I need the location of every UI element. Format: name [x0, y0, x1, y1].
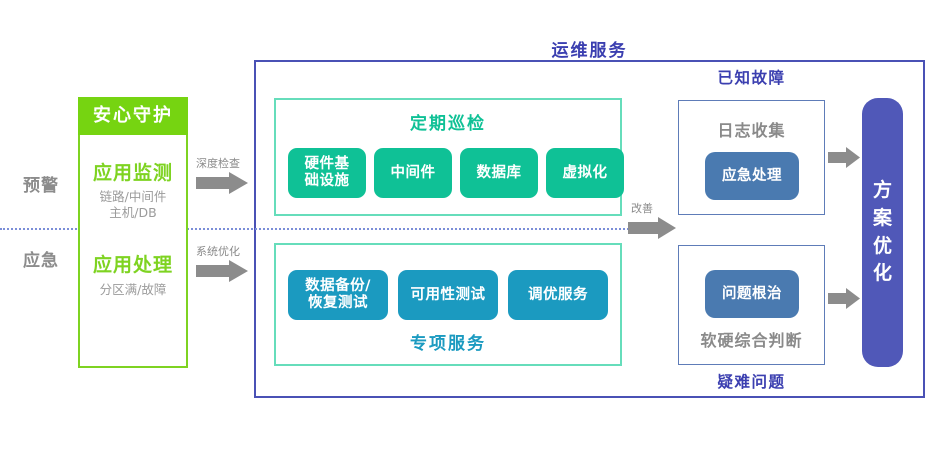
- pill-line-1: 调优服务: [528, 286, 588, 303]
- pill-line-1: 数据备份/: [305, 278, 371, 295]
- regular-inspection-title: 定期巡检: [410, 114, 486, 135]
- pill-line-1: 应急处理: [722, 167, 782, 184]
- peace-of-mind-header: 安心守护: [78, 97, 188, 135]
- peace-of-mind-column: [78, 97, 188, 368]
- special-item-availability-test[interactable]: 可用性测试: [398, 270, 498, 320]
- right-arrow-icon: [828, 147, 860, 168]
- stage-label-emergency: 应急: [23, 251, 59, 272]
- pill-line-1: 可用性测试: [410, 286, 486, 303]
- pill-line-1: 硬件基: [304, 156, 350, 173]
- app-monitoring-title: 应用监测: [92, 162, 173, 185]
- known-fault-title: 已知故障: [717, 69, 786, 88]
- outcome-char-2: 案: [872, 206, 892, 229]
- connector-label-system-optimize: 系统优化: [196, 245, 240, 258]
- app-monitoring-sub-2: 主机/DB: [109, 205, 157, 221]
- pill-line-1: 虚拟化: [562, 164, 608, 181]
- phase-divider: [0, 228, 632, 230]
- inspection-item-middleware[interactable]: 中间件: [374, 148, 452, 198]
- hard-problem-action[interactable]: 问题根治: [705, 270, 799, 318]
- right-arrow-icon: [628, 217, 676, 239]
- connector-label-deep-check: 深度检查: [196, 157, 240, 170]
- hard-problem-title: 疑难问题: [717, 373, 786, 392]
- inspection-item-virtualization[interactable]: 虚拟化: [546, 148, 624, 198]
- known-fault-caption: 日志收集: [717, 120, 786, 140]
- special-service-title: 专项服务: [410, 334, 486, 355]
- outcome-char-3: 优: [872, 234, 892, 257]
- pill-line-2: 恢复测试: [308, 295, 368, 311]
- connector-label-improve: 改善: [631, 202, 653, 215]
- outcome-char-1: 方: [872, 179, 892, 202]
- outcome-bar: 方 案 优 化: [862, 98, 903, 367]
- inspection-item-database[interactable]: 数据库: [460, 148, 538, 198]
- pill-line-1: 数据库: [476, 164, 522, 181]
- pill-line-2: 础设施: [304, 173, 350, 189]
- pill-line-1: 中间件: [390, 164, 436, 181]
- inspection-item-hardware[interactable]: 硬件基 础设施: [288, 148, 366, 198]
- known-fault-action[interactable]: 应急处理: [705, 152, 799, 200]
- diagram-title: 运维服务: [551, 41, 628, 61]
- special-item-tuning-service[interactable]: 调优服务: [508, 270, 608, 320]
- stage-label-warning: 预警: [23, 176, 59, 197]
- right-arrow-icon: [196, 260, 248, 282]
- app-monitoring-sub-1: 链路/中间件: [99, 189, 167, 205]
- hard-problem-caption: 软硬综合判断: [700, 330, 803, 350]
- special-item-data-backup[interactable]: 数据备份/ 恢复测试: [288, 270, 388, 320]
- app-handling-sub-1: 分区满/故障: [99, 282, 167, 298]
- outcome-char-4: 化: [872, 262, 892, 285]
- app-handling-title: 应用处理: [92, 254, 173, 277]
- right-arrow-icon: [828, 288, 860, 309]
- right-arrow-icon: [196, 172, 248, 194]
- pill-line-1: 问题根治: [722, 285, 782, 302]
